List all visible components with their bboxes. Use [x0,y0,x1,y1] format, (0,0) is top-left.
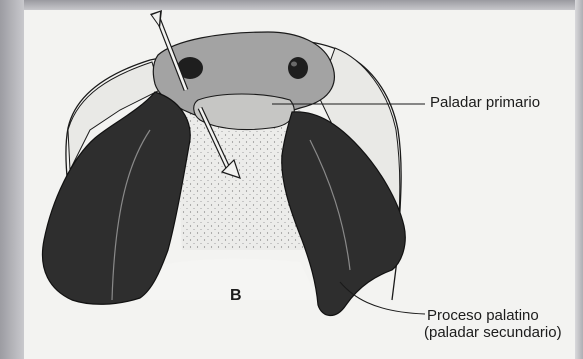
label-palatine-process: Proceso palatino [427,307,539,324]
label-primary-palate: Paladar primario [430,94,540,111]
mouth-opening [140,259,318,300]
label-secondary-palate: (paladar secundario) [424,324,562,341]
panel-letter: B [230,287,242,304]
right-nostril [288,57,308,79]
